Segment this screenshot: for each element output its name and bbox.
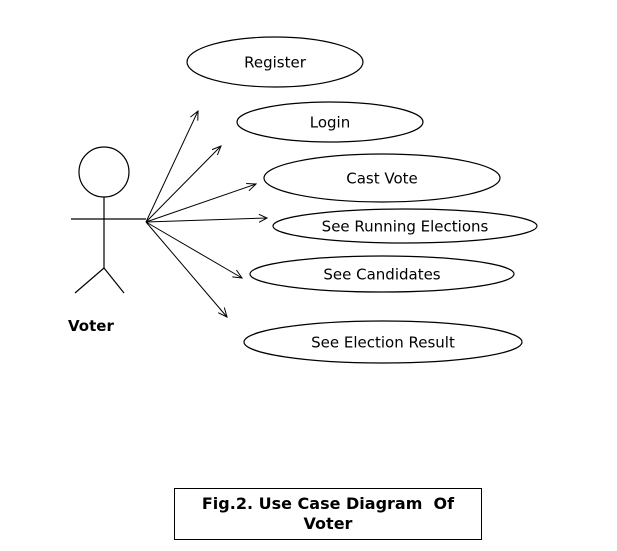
arrow-cast-vote [145,183,258,223]
use-case-register: Register [186,36,364,88]
use-case-label: Cast Vote [346,170,418,188]
use-case-label: See Running Elections [322,218,489,236]
use-case-label: See Election Result [311,334,455,352]
figure-caption: Fig.2. Use Case Diagram Of Voter [201,494,455,533]
use-case-see-candidates: See Candidates [249,255,515,293]
use-case-cast-vote: Cast Vote [263,153,501,203]
actor-label: Voter [68,317,114,335]
use-case-see-running-elections: See Running Elections [272,208,538,244]
arrow-register [145,109,199,223]
arrow-see-running-elections [145,213,269,223]
actor-head [78,146,130,198]
use-case-label: Login [310,114,350,132]
figure-caption-box: Fig.2. Use Case Diagram Of Voter [174,488,482,540]
association-arrows [145,109,269,318]
actor-left-leg [74,267,105,294]
actor-right-leg [103,267,125,294]
use-case-see-election-result: See Election Result [243,320,523,364]
voter-actor [71,146,146,294]
arrow-see-candidates [145,221,244,279]
use-case-label: Register [244,54,307,72]
use-case-login: Login [236,101,424,143]
arrow-see-election-result [145,221,228,318]
arrow-login [145,145,222,223]
use-case-label: See Candidates [323,266,440,284]
